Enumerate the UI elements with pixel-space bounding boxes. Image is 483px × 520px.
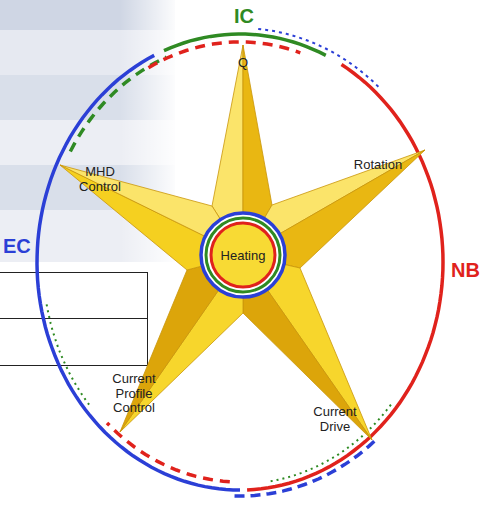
star-arm-label: Current Drive [305, 405, 365, 435]
star-arm-label: Rotation [338, 158, 418, 173]
star [60, 45, 425, 440]
table-line [0, 365, 148, 366]
heating-arc [107, 423, 230, 482]
heating-arc [267, 405, 391, 482]
node-label: Heating [221, 248, 266, 263]
heating-arc [70, 57, 166, 151]
ring [201, 213, 285, 297]
source-label: IC [234, 5, 254, 28]
star-arm-label: MHD Control [71, 165, 129, 195]
heating-arc [46, 301, 89, 405]
heating-circle: Heating [193, 205, 293, 305]
heating-arc [149, 42, 301, 68]
table-line [0, 318, 148, 319]
table-outline [0, 272, 148, 366]
table-line [147, 272, 148, 365]
star-arm-label: Q [228, 56, 258, 71]
table-line [0, 272, 148, 273]
source-label: NB [451, 259, 480, 282]
heating-arc [164, 34, 326, 55]
source-label: EC [3, 235, 31, 258]
ring [211, 223, 275, 287]
heating-arcs [37, 29, 443, 496]
star-arm-label: Current Profile Control [105, 372, 163, 417]
ring [206, 218, 280, 292]
